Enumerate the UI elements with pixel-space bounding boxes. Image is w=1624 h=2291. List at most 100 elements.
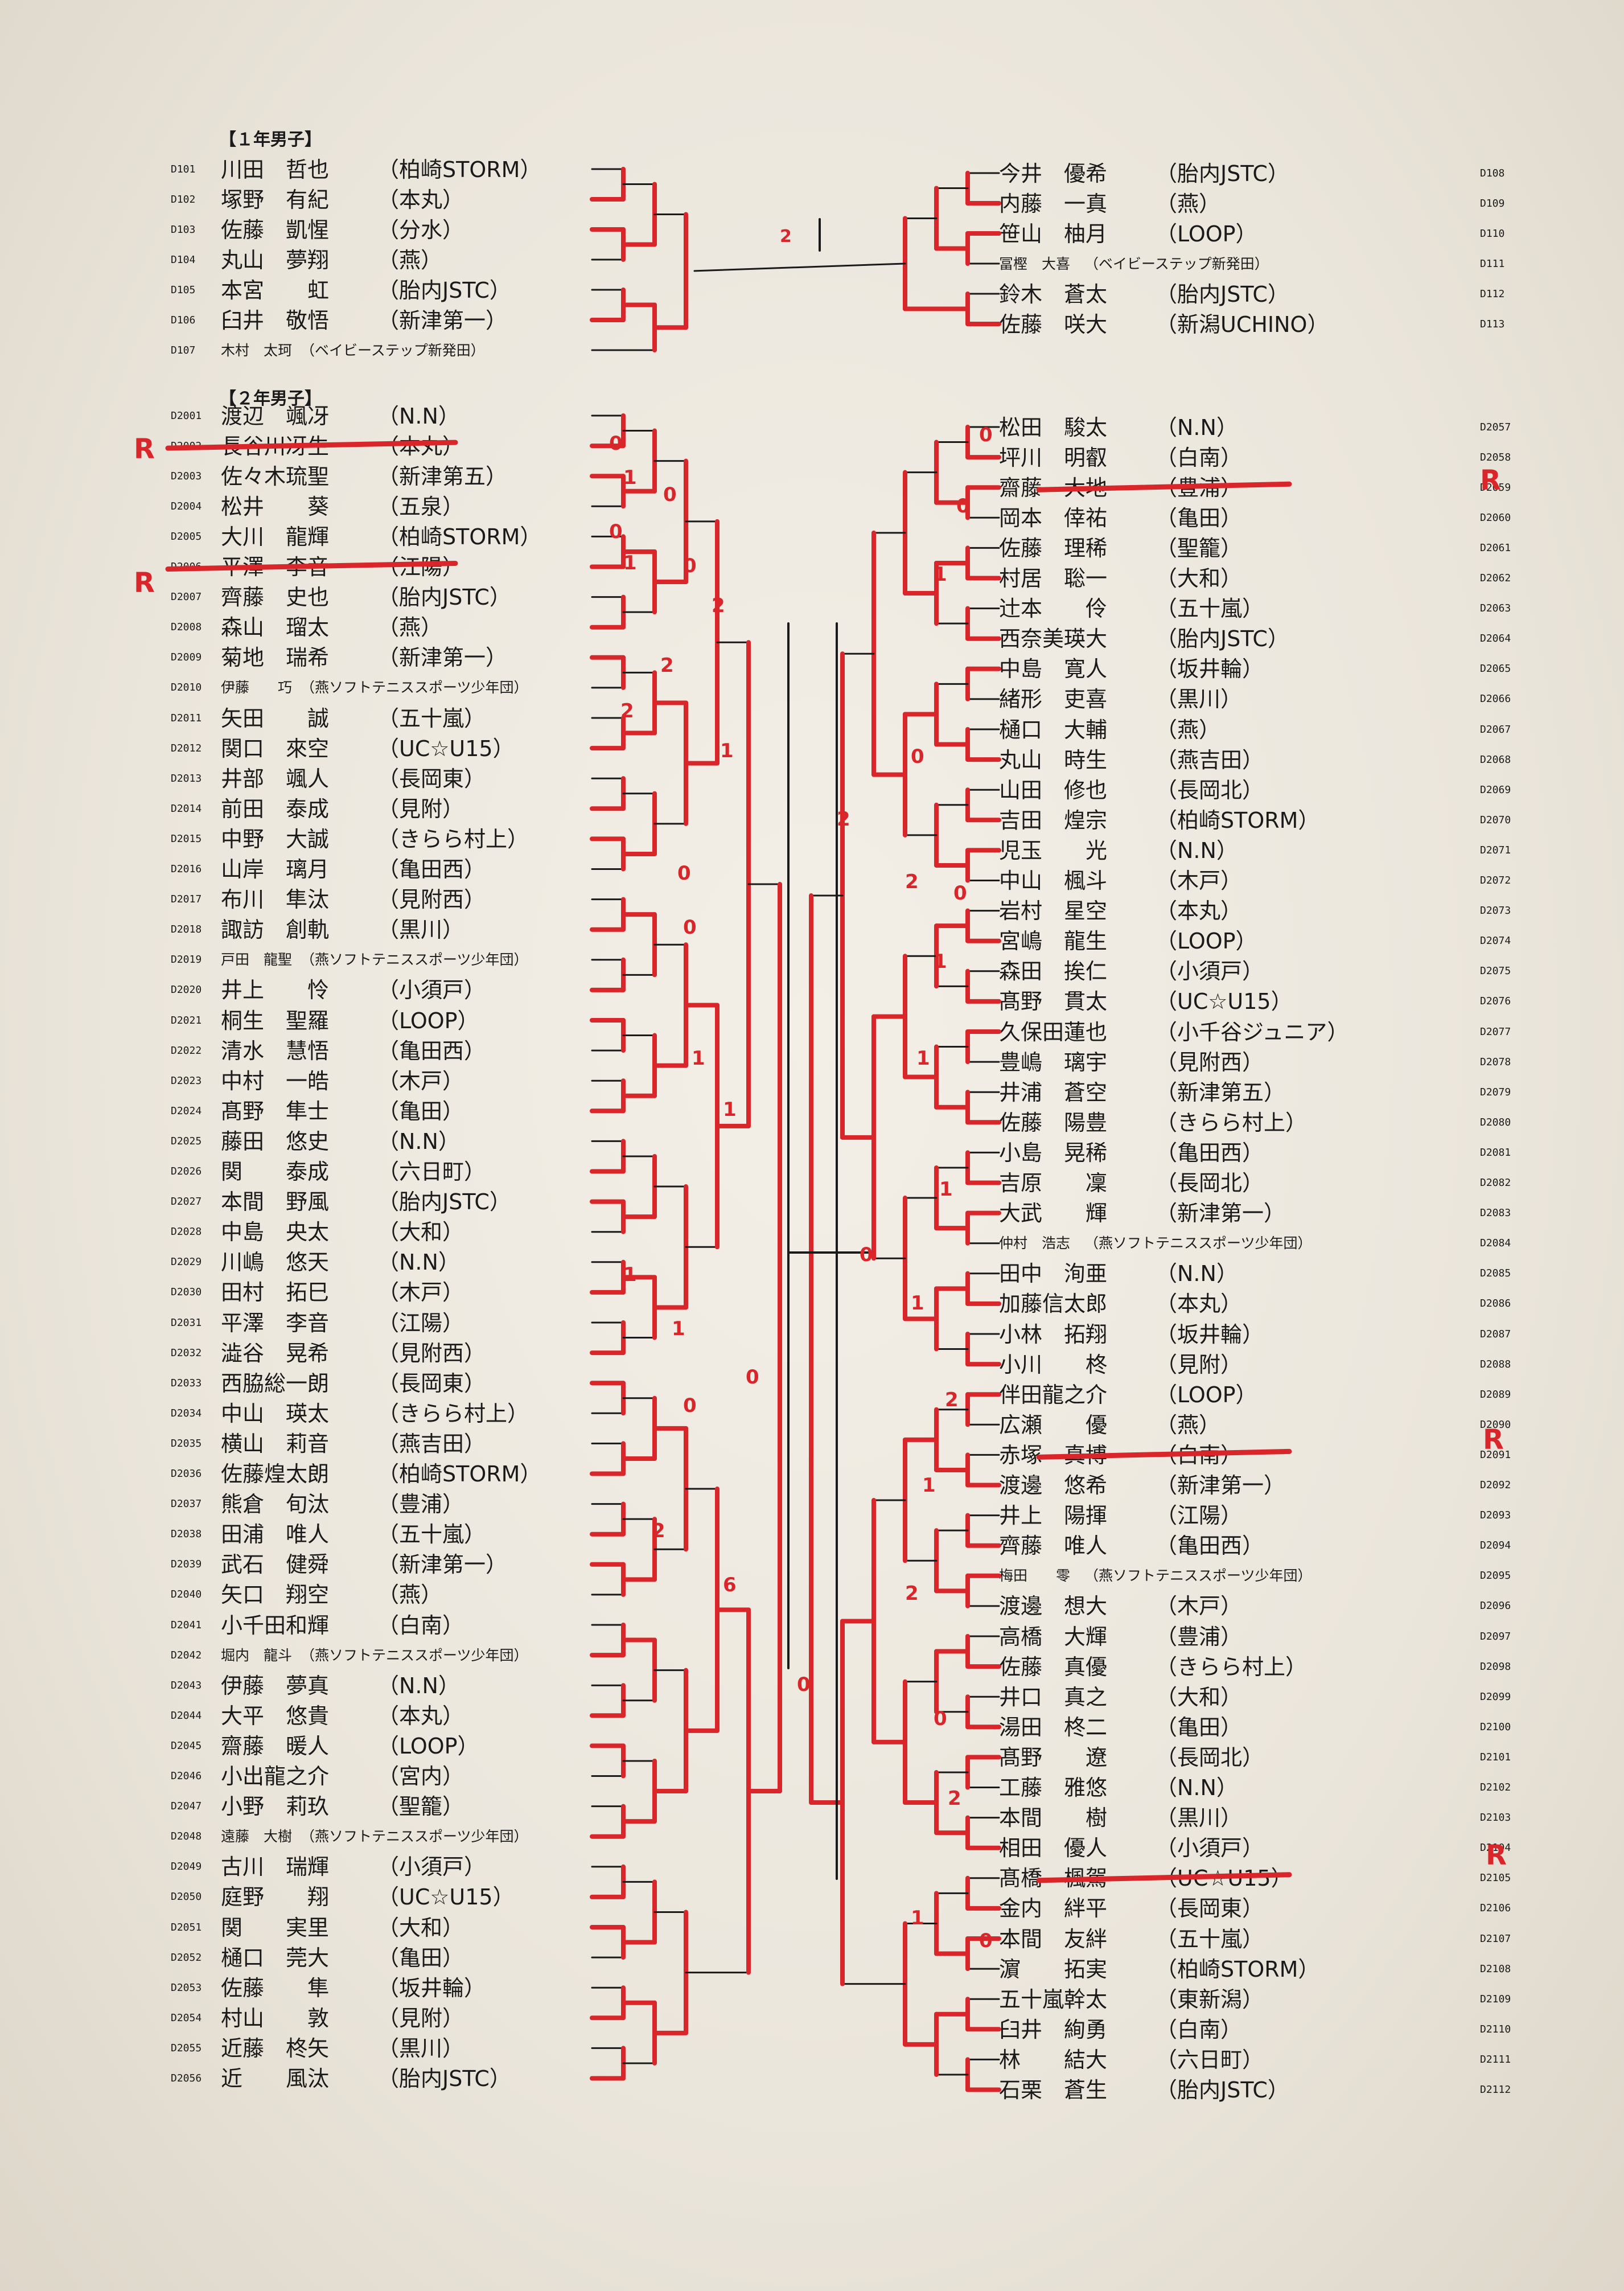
player-club: （亀田西） xyxy=(1156,1140,1264,1165)
player-code: D2103 xyxy=(1480,1812,1511,1824)
player-club: （LOOP） xyxy=(1156,929,1257,954)
player-code: D2030 xyxy=(171,1286,202,1299)
player-name: 古川 瑞輝 xyxy=(221,1854,330,1880)
player-code: D2088 xyxy=(1480,1358,1511,1370)
margin-mark: R xyxy=(1483,1424,1504,1456)
player-name: 川田 哲也 xyxy=(221,157,330,182)
player-code: D2087 xyxy=(1480,1328,1511,1340)
player-row: 西奈美瑛大（胎内JSTC）D2064 xyxy=(999,624,1511,654)
player-club: （新津第一） xyxy=(377,645,508,671)
player-club: （N.N） xyxy=(1156,414,1238,440)
player-name: 井浦 蒼空 xyxy=(999,1079,1108,1105)
player-club: （燕） xyxy=(1156,717,1221,742)
player-name: 布川 隼汰 xyxy=(221,887,330,913)
player-code: D2004 xyxy=(171,500,202,512)
score-mark: 0 xyxy=(860,1243,873,1266)
player-club: （見附西） xyxy=(377,1340,486,1366)
player-name: 中村 一皓 xyxy=(221,1068,330,1094)
player-code: D2091 xyxy=(1480,1448,1511,1461)
score-mark: 0 xyxy=(683,1394,697,1417)
player-name: 臼井 絢勇 xyxy=(999,2017,1108,2042)
player-name: 矢口 翔空 xyxy=(221,1582,330,1608)
score-mark: 1 xyxy=(692,1047,705,1070)
score-mark: 1 xyxy=(623,1263,637,1286)
player-code: D2013 xyxy=(171,772,202,785)
player-row: 大武 輝（新津第一）D2083 xyxy=(999,1198,1511,1228)
player-code: D2050 xyxy=(171,1891,202,1903)
player-code: D2101 xyxy=(1480,1751,1511,1763)
player-name: 井口 真之 xyxy=(999,1684,1108,1710)
player-name: 西奈美瑛大 xyxy=(999,626,1108,652)
player-code: D103 xyxy=(171,223,196,236)
player-code: D2033 xyxy=(171,1377,202,1389)
player-name: 村山 敦 xyxy=(221,2005,330,2031)
player-code: D2065 xyxy=(1480,663,1511,675)
score-mark: 1 xyxy=(911,1907,924,1929)
score-mark: 0 xyxy=(609,432,623,455)
player-club: （新津第一） xyxy=(377,307,508,333)
player-name: 関 泰成 xyxy=(221,1159,330,1184)
player-club: （小須戸） xyxy=(1156,959,1264,984)
player-code: D2017 xyxy=(171,893,202,906)
player-row: 石栗 蒼生（胎内JSTC）D2112 xyxy=(999,2075,1511,2105)
player-club: （燕ソフトテニススポーツ少年団） xyxy=(301,679,528,696)
player-code: D2062 xyxy=(1480,572,1511,584)
player-name: 佐藤 咲大 xyxy=(999,311,1108,337)
player-code: D2058 xyxy=(1480,451,1511,463)
player-club: （五十嵐） xyxy=(377,705,486,731)
player-club: （LOOP） xyxy=(1156,1382,1257,1407)
player-code: D2032 xyxy=(171,1346,202,1359)
player-name: 本間 野風 xyxy=(221,1189,330,1215)
player-club: （燕吉田） xyxy=(1156,747,1264,773)
player-club: （五泉） xyxy=(377,494,464,519)
player-club: （新津第五） xyxy=(1156,1079,1286,1105)
player-club: （六日町） xyxy=(1156,2047,1264,2072)
strikeout-line xyxy=(1036,1872,1292,1883)
player-name: 佐藤 理稀 xyxy=(999,535,1108,561)
player-row: 五十嵐幹太（東新潟）D2109 xyxy=(999,1984,1511,2014)
margin-mark: R xyxy=(134,433,155,465)
player-club: （燕ソフトテニススポーツ少年団） xyxy=(301,1647,528,1664)
player-name: 塚野 有紀 xyxy=(221,187,330,212)
player-code: D106 xyxy=(171,314,196,326)
player-code: D2052 xyxy=(171,1951,202,1964)
player-name: 豊嶋 璃宇 xyxy=(999,1049,1108,1075)
player-name: 森山 瑠太 xyxy=(221,615,330,641)
player-name: 湯田 柊二 xyxy=(999,1714,1108,1740)
player-code: D2026 xyxy=(171,1165,202,1177)
player-name: 田浦 唯人 xyxy=(221,1522,330,1547)
player-club: （白南） xyxy=(1156,2017,1243,2042)
player-name: 田村 拓巳 xyxy=(221,1280,330,1305)
strikeout-line xyxy=(1036,481,1292,492)
player-code: D2057 xyxy=(1480,421,1511,433)
player-name: 遠藤 大樹 xyxy=(221,1828,293,1845)
player-club: （亀田） xyxy=(1156,1714,1243,1740)
player-name: 小野 莉玖 xyxy=(221,1794,330,1820)
player-row: 工藤 雅悠（N.N）D2102 xyxy=(999,1773,1511,1803)
player-code: D2111 xyxy=(1480,2053,1511,2066)
player-code: D2045 xyxy=(171,1739,202,1752)
player-code: D2059 xyxy=(1480,481,1511,494)
player-name: 佐藤 凱惺 xyxy=(221,217,330,243)
score-mark: 1 xyxy=(916,1047,930,1070)
player-row: 児玉 光（N.N）D2071 xyxy=(999,835,1511,865)
score-mark: 1 xyxy=(922,1474,936,1497)
player-code: D2079 xyxy=(1480,1086,1511,1098)
player-row: 齊藤 唯人（亀田西）D2094 xyxy=(999,1531,1511,1561)
player-code: D2003 xyxy=(171,470,202,482)
player-name: 髙野 遼 xyxy=(999,1744,1108,1770)
